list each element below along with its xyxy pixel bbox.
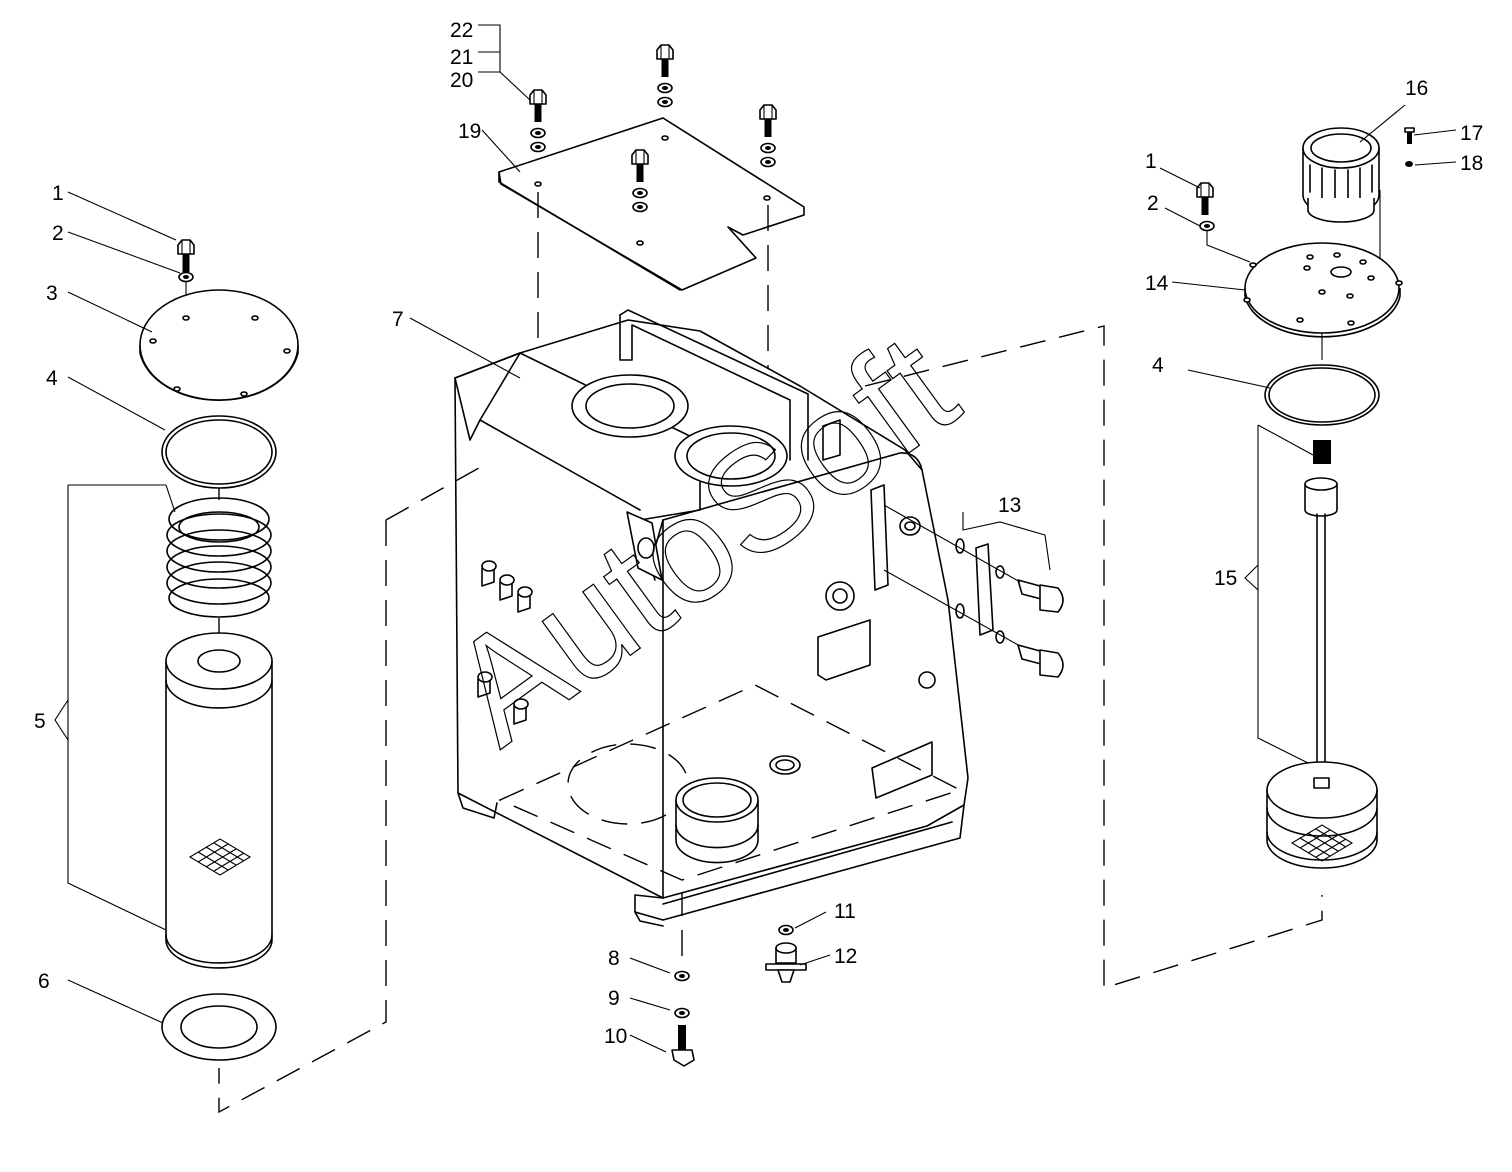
bottom-bolt-10: [671, 1025, 695, 1067]
label-part-4-right: 4: [1152, 354, 1164, 377]
label-part-15: 15: [1214, 567, 1237, 590]
drain-valve-12: [765, 942, 807, 983]
label-part-1-left: 1: [52, 182, 64, 205]
label-part-3: 3: [46, 282, 58, 305]
label-part-16: 16: [1405, 77, 1428, 100]
right-strainer-assembly: [218, 104, 1457, 1114]
label-part-5: 5: [34, 710, 46, 733]
label-part-11: 11: [834, 900, 856, 923]
right-fitting-assembly: [883, 504, 1064, 678]
left-washer: [178, 271, 194, 283]
tank-body: [454, 309, 969, 927]
small-screw: [1404, 127, 1415, 167]
label-part-22: 22: [450, 19, 473, 42]
strainer-element: [1266, 440, 1378, 869]
label-part-6: 6: [38, 970, 50, 993]
label-part-1-right: 1: [1145, 150, 1157, 173]
left-o-ring: [161, 415, 277, 489]
left-filter-element: [165, 632, 273, 969]
label-part-19: 19: [458, 120, 481, 143]
right-cover-plate: [1243, 242, 1403, 338]
right-o-ring: [1264, 364, 1380, 426]
left-cover-plate: [139, 289, 299, 401]
breather-cap: [1302, 127, 1380, 223]
bottom-washer-9: [674, 1007, 690, 1019]
drain-washer-11: [778, 924, 794, 936]
top-cover-plate: [498, 117, 805, 291]
label-part-13: 13: [998, 494, 1021, 517]
label-part-10: 10: [604, 1025, 627, 1048]
label-part-14: 14: [1145, 272, 1169, 295]
label-part-9: 9: [608, 987, 620, 1010]
label-part-21: 21: [450, 46, 473, 69]
label-part-17: 17: [1460, 122, 1483, 145]
label-part-2-right: 2: [1147, 192, 1159, 215]
bottom-washer-8: [674, 970, 690, 982]
label-part-20: 20: [450, 69, 473, 92]
left-bolt: [177, 239, 195, 273]
center-tank-assembly: [409, 24, 1064, 1067]
left-spring: [166, 497, 272, 618]
label-part-8: 8: [608, 947, 620, 970]
label-part-4-left: 4: [46, 367, 58, 390]
side-fittings: [477, 560, 533, 725]
label-part-18: 18: [1460, 152, 1483, 175]
label-part-2-left: 2: [52, 222, 64, 245]
part-number-labels: 1 2 3 4 5 6 7 8 9 10 11 12 13 19 20 21 2…: [34, 19, 1483, 1048]
left-gasket: [161, 993, 277, 1061]
label-part-7: 7: [392, 308, 404, 331]
left-filter-assembly: [54, 191, 299, 1061]
label-part-12: 12: [834, 945, 857, 968]
